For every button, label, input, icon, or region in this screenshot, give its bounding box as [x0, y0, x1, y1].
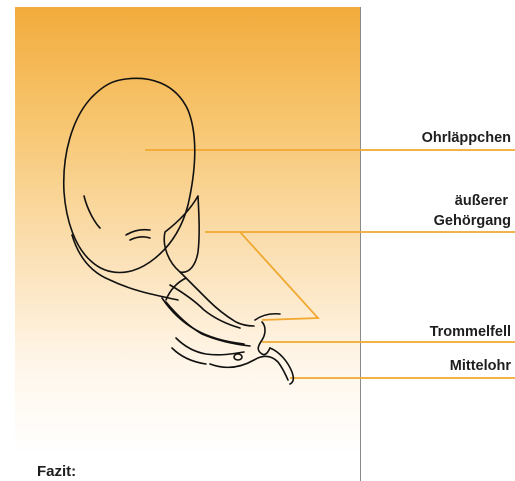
ear-canal-lower — [162, 298, 244, 344]
small-oval — [234, 354, 242, 360]
leader-line-gehoergang — [205, 232, 318, 320]
concha-detail-2 — [130, 237, 150, 240]
inner-ear-detail — [72, 235, 178, 300]
fazit-heading: Fazit: — [37, 463, 76, 480]
trommelfell-shape — [258, 322, 270, 355]
canal-floor — [176, 338, 244, 355]
outer-ear-outline — [64, 78, 195, 272]
label-ohrlaeppchen: Ohrläppchen — [422, 130, 511, 146]
ear-canal-upper-inner — [170, 285, 240, 328]
label-mittelohr: Mittelohr — [450, 358, 511, 374]
label-gehoergang-line1: äußerer — [455, 193, 508, 209]
canal-floor-2 — [172, 348, 206, 364]
leader-lines — [145, 150, 515, 378]
lower-jaw-curve — [210, 356, 288, 380]
tragus — [164, 196, 199, 272]
concha-detail-1 — [126, 230, 150, 235]
label-gehoergang-line2: Gehörgang — [434, 213, 511, 229]
antihelix-detail — [84, 196, 100, 228]
label-trommelfell: Trommelfell — [430, 324, 511, 340]
